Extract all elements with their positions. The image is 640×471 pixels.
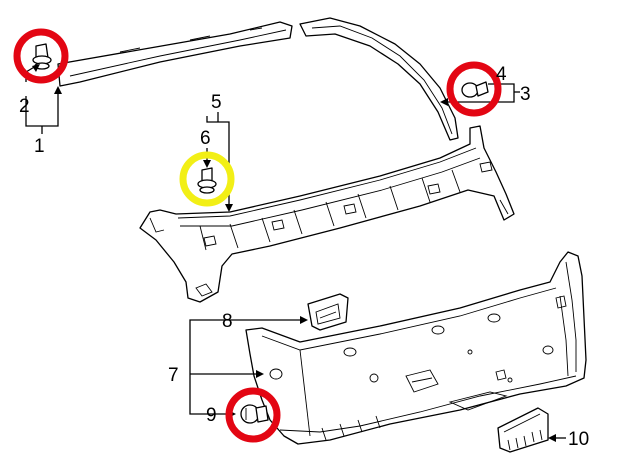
callout-6: 6 [200,128,211,149]
clip-fastener-9 [240,404,269,424]
callout-1: 1 [34,136,45,157]
clip-fastener-4 [461,81,489,98]
callout-4: 4 [496,64,507,85]
callout-9: 9 [206,405,217,426]
cover-part [497,407,549,453]
highlight-ring-clip-9 [225,387,281,443]
clip-fastener-6 [197,167,217,194]
callout-2: 2 [19,96,30,117]
callout-7: 7 [168,365,179,386]
pull-handle-bezel [307,293,349,331]
back-door-upper-trim [139,125,515,303]
highlight-ring-clip-6 [179,151,235,207]
upper-left-garnish [57,21,293,87]
callout-10: 10 [568,429,589,450]
right-pillar-garnish [299,17,459,141]
callout-3: 3 [520,84,531,105]
callout-5: 5 [211,92,222,113]
callout-8: 8 [222,311,233,332]
highlight-ring-clip-2 [13,28,69,84]
highlight-ring-clip-4 [446,61,502,117]
